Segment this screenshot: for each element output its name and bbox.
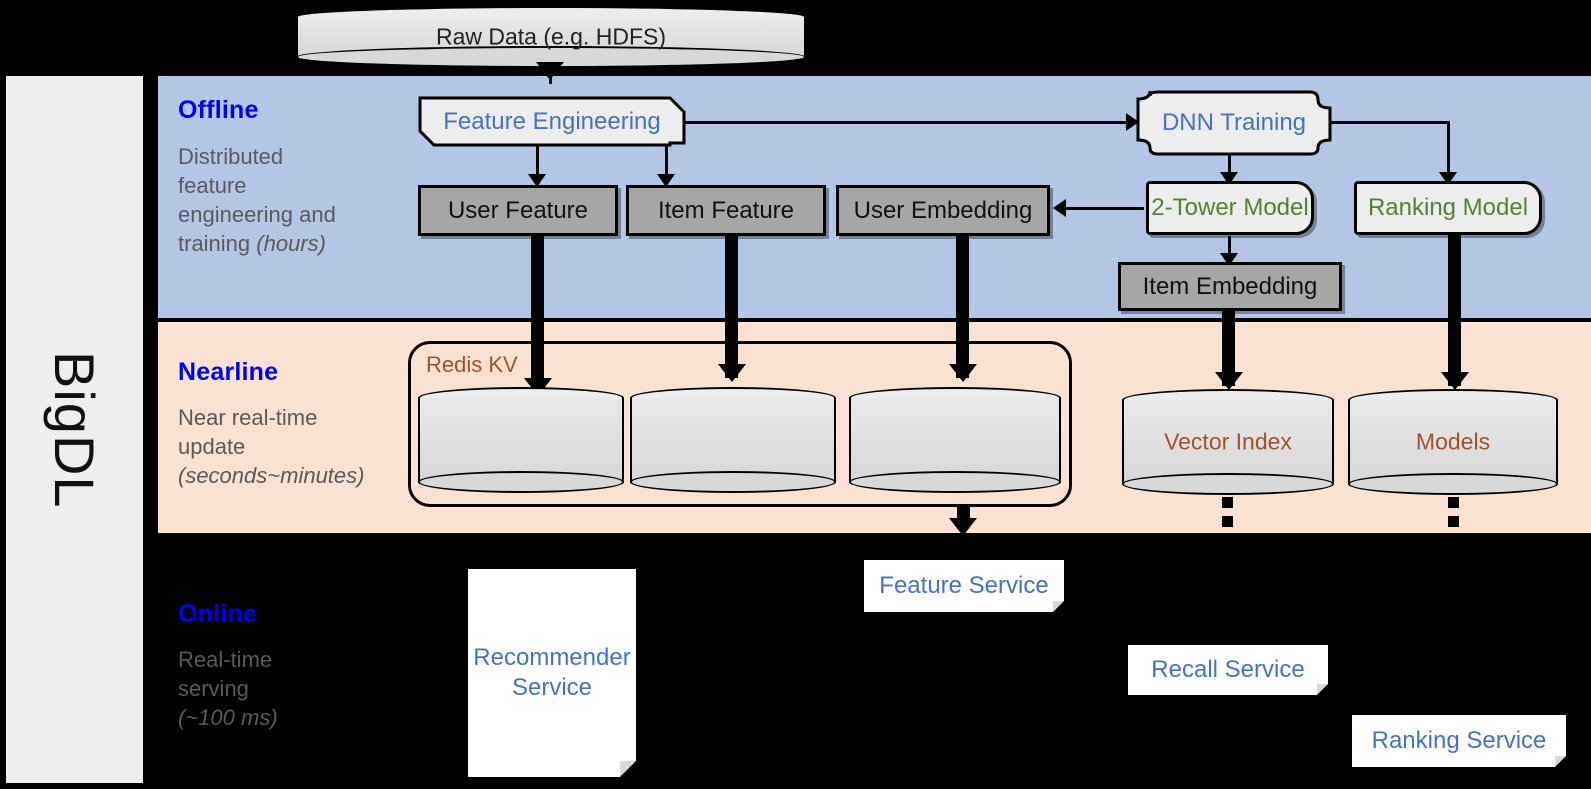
thick-arrowhead-rankingmodel bbox=[1441, 372, 1469, 390]
cylinder-bottom bbox=[1122, 473, 1334, 495]
online-desc-line1: Real-time bbox=[178, 647, 273, 672]
online-desc-line2: serving bbox=[178, 676, 249, 702]
feature-engineering-node[interactable]: Feature Engineering bbox=[420, 98, 684, 145]
user-feature-label: User Feature bbox=[447, 196, 589, 224]
redis-kv-label: Redis KV bbox=[426, 352, 518, 377]
ranking-service-label: Ranking Service bbox=[1371, 727, 1547, 754]
raw-data-cylinder: Raw Data (e.g. HDFS) bbox=[296, 6, 806, 68]
cylinder-body bbox=[849, 398, 1061, 482]
thick-arrowhead-itemfeature bbox=[718, 364, 746, 382]
arrowhead-fe-to-userfeature bbox=[528, 174, 546, 187]
thick-line-rankingmodel bbox=[1448, 235, 1461, 386]
user-feature-store-cylinder[interactable] bbox=[418, 387, 624, 493]
feature-engineering-label: Feature Engineering bbox=[443, 107, 661, 135]
online-description: Real-time serving (~100 ms) bbox=[178, 645, 398, 732]
cylinder-body bbox=[1122, 400, 1334, 484]
stub-redis-to-featureservice bbox=[957, 507, 970, 520]
arrowhead-rawdata-fe bbox=[536, 62, 564, 80]
bigdl-text: BigDL bbox=[43, 350, 106, 509]
cylinder-bottom bbox=[1348, 473, 1558, 495]
recommender-service-line2: Service bbox=[511, 674, 593, 701]
line-twotower-to-userembedding bbox=[1065, 207, 1144, 210]
line-dnn-to-ranking-h bbox=[1330, 121, 1450, 124]
offline-desc-line4: training bbox=[178, 231, 257, 257]
user-embedding-node[interactable]: User Embedding bbox=[836, 185, 1050, 236]
ranking-service-card[interactable]: Ranking Service bbox=[1352, 715, 1566, 767]
feature-service-card[interactable]: Feature Service bbox=[864, 560, 1064, 612]
stub-vectorindex-1 bbox=[1222, 497, 1233, 508]
recommender-service-line1: Recommender bbox=[473, 644, 631, 671]
item-feature-store-cylinder[interactable] bbox=[630, 387, 836, 493]
thick-arrowhead-userembedding bbox=[949, 364, 977, 382]
bigdl-sidebar: BigDL bbox=[6, 76, 143, 783]
nearline-desc-line2: update bbox=[178, 434, 246, 460]
cylinder-body bbox=[418, 398, 624, 482]
line-fe-to-userfeature bbox=[536, 145, 539, 182]
offline-description: Distributed feature engineering and trai… bbox=[178, 142, 398, 258]
offline-desc-line1: Distributed bbox=[178, 144, 284, 169]
models-label: Models bbox=[1415, 428, 1491, 455]
ranking-model-node[interactable]: Ranking Model bbox=[1354, 181, 1542, 235]
item-feature-node[interactable]: Item Feature bbox=[626, 185, 826, 236]
user-embedding-store-cylinder[interactable] bbox=[849, 387, 1061, 493]
arrowhead-redis-to-featureservice bbox=[949, 518, 977, 536]
line-dnn-to-twotower bbox=[1228, 154, 1231, 179]
line-twotower-to-itemembedding bbox=[1228, 236, 1231, 262]
dnn-training-label: DNN Training bbox=[1161, 109, 1307, 136]
raw-data-label: Raw Data (e.g. HDFS) bbox=[435, 23, 667, 50]
two-tower-model-label: 2-Tower Model bbox=[1151, 194, 1309, 221]
stub-models-1 bbox=[1448, 497, 1459, 508]
offline-desc-line3: engineering and bbox=[178, 202, 336, 228]
user-embedding-label: User Embedding bbox=[853, 196, 1033, 224]
online-desc-italic: (~100 ms) bbox=[178, 705, 278, 731]
thick-line-userfeature bbox=[531, 236, 544, 392]
offline-title: Offline bbox=[178, 96, 259, 124]
online-title: Online bbox=[178, 600, 257, 628]
redis-kv-container bbox=[408, 341, 1072, 507]
two-tower-model-node[interactable]: 2-Tower Model bbox=[1146, 181, 1314, 235]
page-fold-icon bbox=[620, 761, 636, 777]
line-fe-to-itemfeature bbox=[665, 145, 668, 182]
nearline-desc-italic: (seconds~minutes) bbox=[178, 463, 365, 489]
cylinder-body bbox=[1348, 400, 1558, 484]
recommender-service-card[interactable]: Recommender Service bbox=[468, 569, 636, 777]
nearline-desc-line1: Near real-time bbox=[178, 405, 318, 430]
thick-arrowhead-itemembedding bbox=[1215, 372, 1243, 390]
offline-desc-line2: feature bbox=[178, 173, 247, 199]
recall-service-card[interactable]: Recall Service bbox=[1128, 645, 1328, 695]
user-feature-node[interactable]: User Feature bbox=[418, 185, 618, 236]
line-dnn-to-ranking-v bbox=[1447, 121, 1450, 179]
feature-service-label: Feature Service bbox=[879, 572, 1049, 599]
thick-line-itemembedding bbox=[1222, 311, 1235, 386]
stub-vectorindex-2 bbox=[1222, 516, 1233, 527]
nearline-title: Nearline bbox=[178, 358, 279, 386]
dnn-training-node[interactable]: DNN Training bbox=[1138, 92, 1330, 154]
arrowhead-fe-to-dnn bbox=[1126, 113, 1139, 131]
vector-index-cylinder[interactable]: Vector Index bbox=[1122, 389, 1334, 495]
stub-models-2 bbox=[1448, 516, 1459, 527]
cylinder-bottom bbox=[418, 471, 624, 493]
ranking-model-label: Ranking Model bbox=[1367, 194, 1529, 221]
offline-desc-italic: (hours) bbox=[256, 231, 326, 257]
cylinder-bottom bbox=[630, 471, 836, 493]
recall-service-label: Recall Service bbox=[1151, 656, 1305, 683]
page-fold-icon bbox=[1555, 756, 1566, 767]
recommender-service-text: Recommender Service bbox=[473, 643, 630, 703]
cylinder-bottom bbox=[849, 471, 1061, 493]
line-fe-to-dnn bbox=[684, 121, 1132, 124]
arrowhead-fe-to-itemfeature bbox=[657, 174, 675, 187]
item-embedding-node[interactable]: Item Embedding bbox=[1118, 262, 1342, 311]
page-fold-icon bbox=[1053, 601, 1064, 612]
bigdl-logo-label: BigDL bbox=[6, 76, 143, 783]
item-embedding-label: Item Embedding bbox=[1142, 272, 1318, 300]
cylinder-body bbox=[630, 398, 836, 482]
vector-index-label: Vector Index bbox=[1164, 428, 1292, 455]
arrowhead-twotower-to-userembedding bbox=[1053, 199, 1066, 217]
models-cylinder[interactable]: Models bbox=[1348, 389, 1558, 495]
page-fold-icon bbox=[1317, 684, 1328, 695]
nearline-description: Near real-time update (seconds~minutes) bbox=[178, 403, 418, 490]
item-feature-label: Item Feature bbox=[657, 196, 795, 224]
